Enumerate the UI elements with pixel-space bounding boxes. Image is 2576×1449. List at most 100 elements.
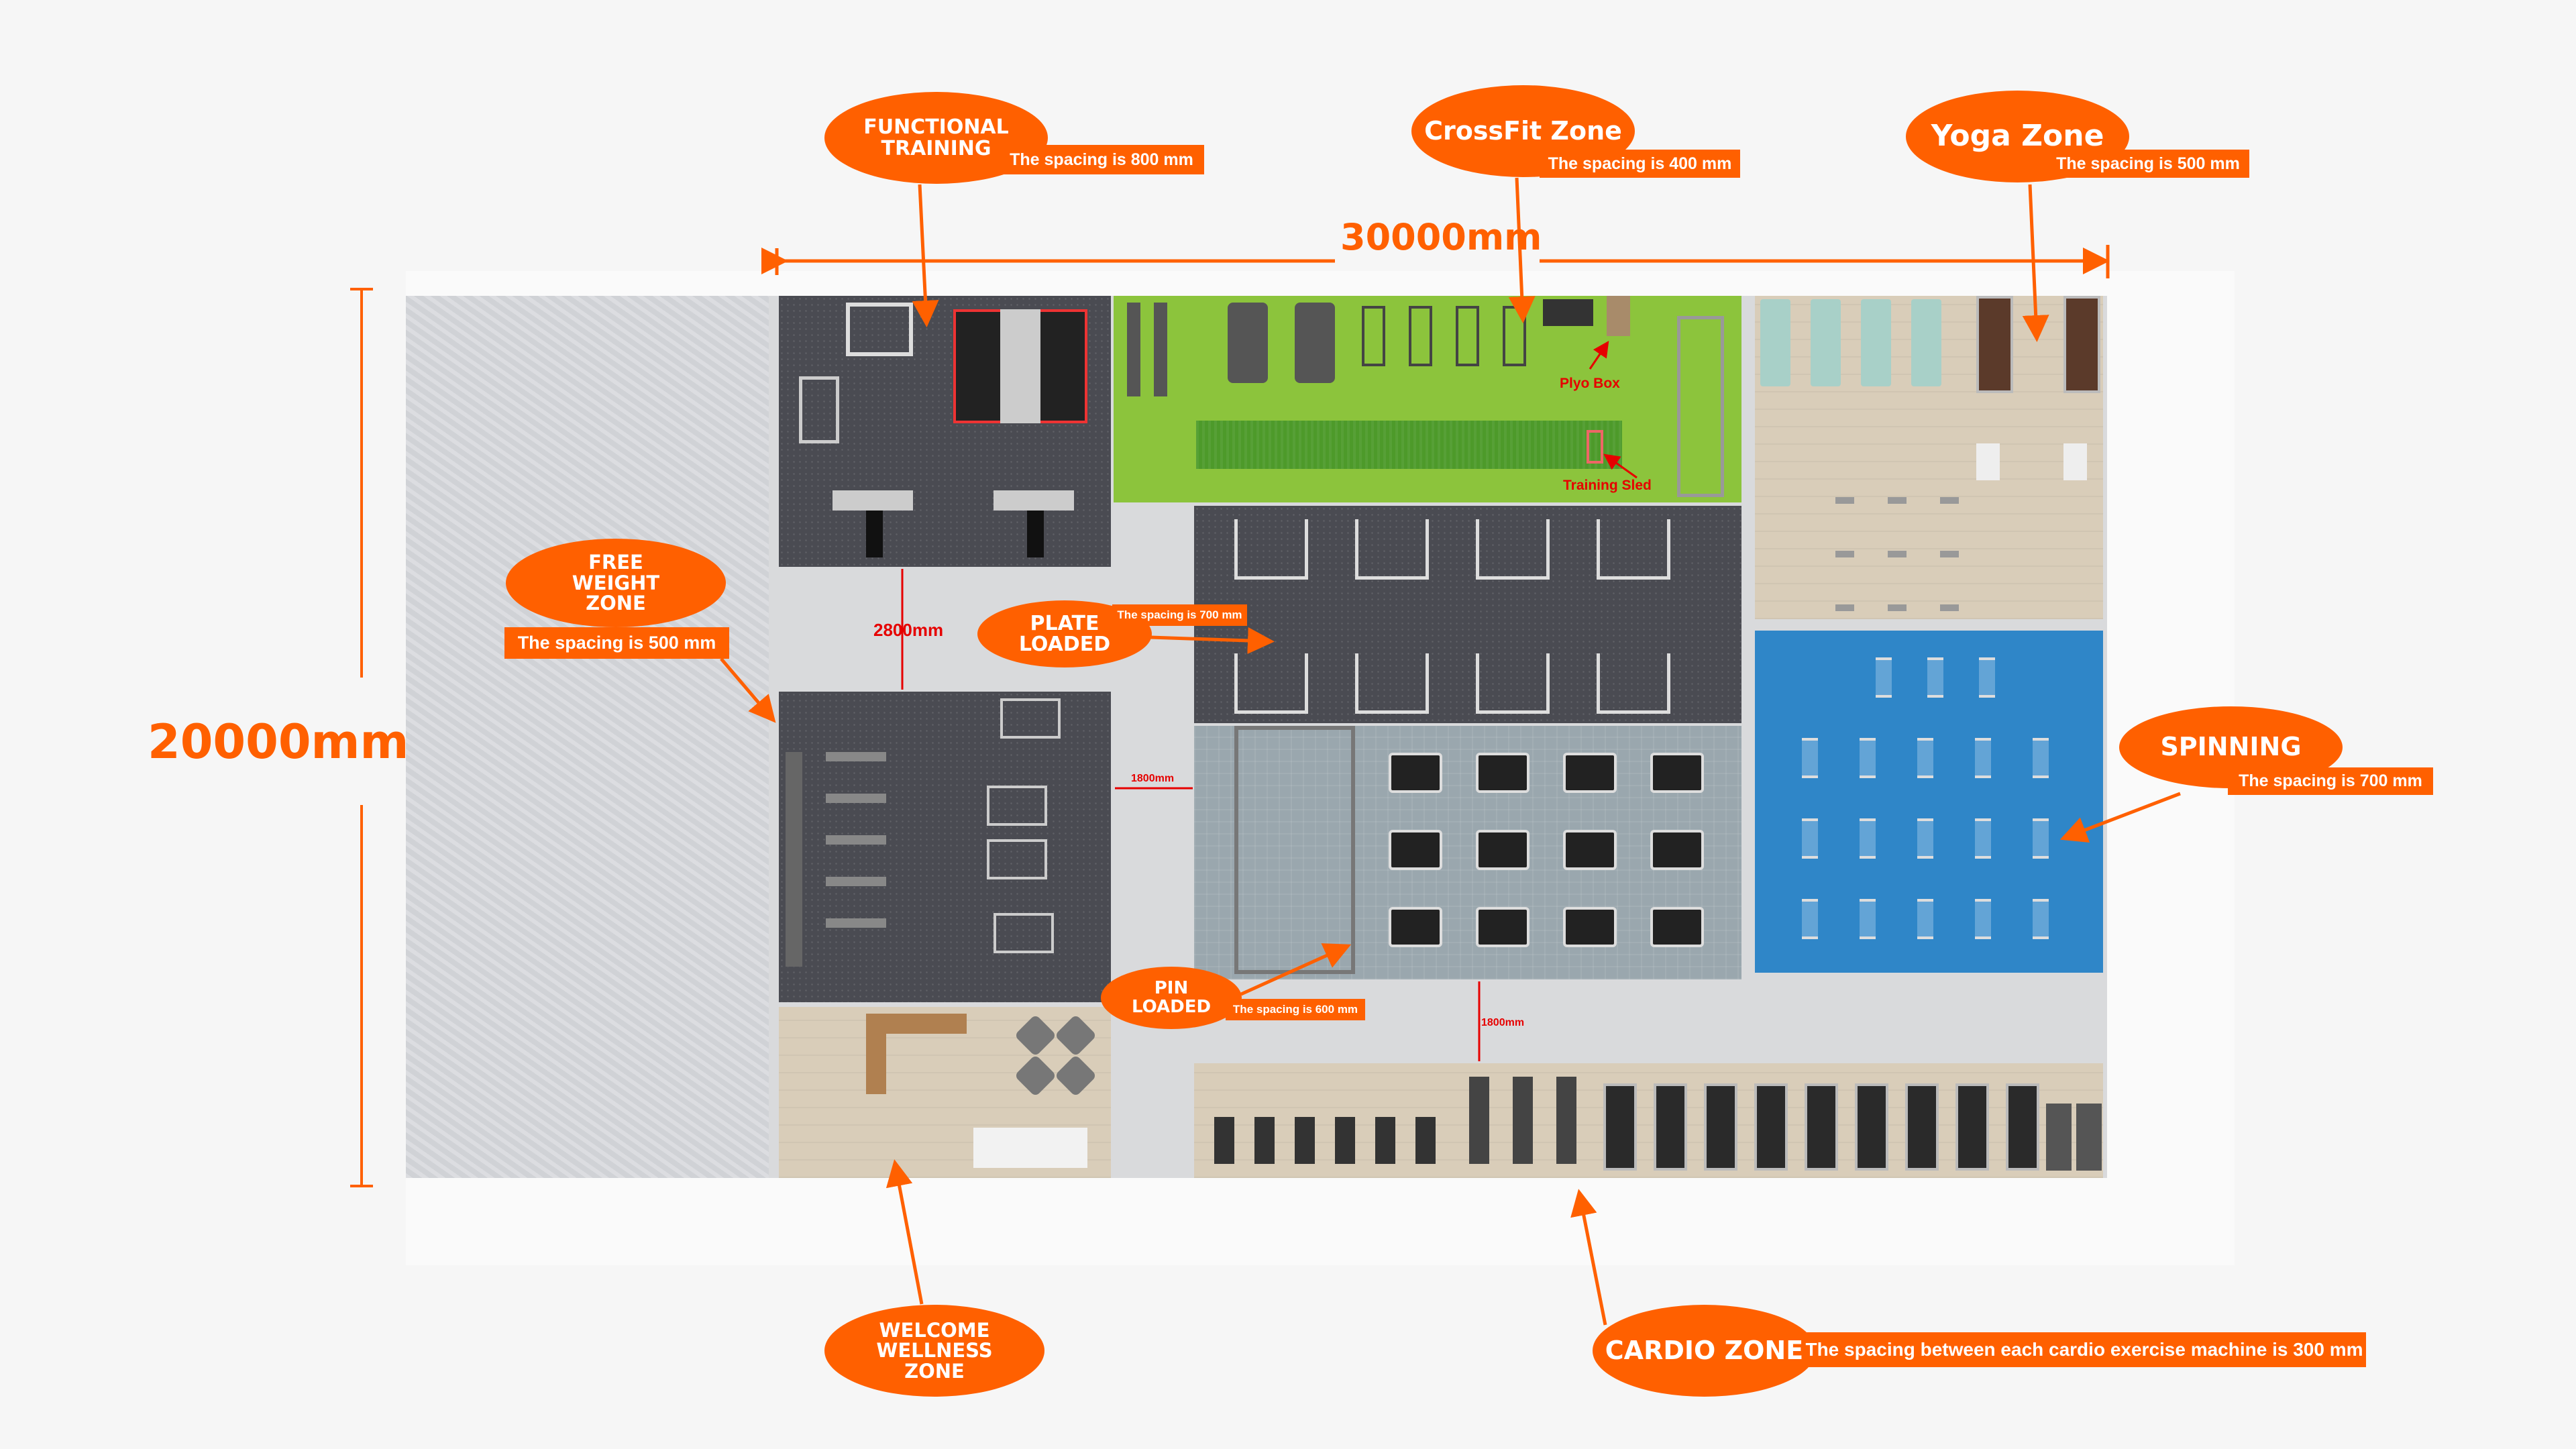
pin-loaded-spacing-tag: The spacing is 600 mm (1226, 999, 1365, 1020)
treadmill (2006, 1083, 2039, 1171)
bench-pad (1027, 511, 1044, 557)
spin-bike (2033, 738, 2049, 778)
spinning-leader (2059, 792, 2181, 843)
aisle-1800-cardio-label: 1800mm (1481, 1017, 1525, 1028)
aisle-2800-label: 2800mm (873, 620, 944, 640)
strength-machine (987, 786, 1047, 826)
spin-bike (1860, 818, 1876, 859)
spin-bike (1802, 738, 1818, 778)
treadmill (1905, 1083, 1939, 1171)
strength-station (1456, 306, 1479, 366)
plyo-box (1607, 296, 1630, 336)
yoga-mat (1811, 299, 1841, 386)
pin-loaded-machine (1476, 907, 1529, 947)
training-sled (1587, 430, 1603, 464)
elliptical (1556, 1077, 1576, 1164)
lifting-platform-center (1000, 309, 1040, 423)
medicine-ball-rack (1543, 299, 1593, 326)
bike (1254, 1117, 1275, 1164)
elliptical (1469, 1077, 1489, 1164)
spin-bike (1876, 657, 1892, 698)
spin-bike (1975, 899, 1991, 939)
pin-loaded-area (1194, 726, 1741, 979)
spin-bike (1927, 657, 1943, 698)
strength-machine (1000, 698, 1061, 739)
rower (1228, 303, 1268, 383)
width-dimension-label: 30000mm (1340, 216, 1542, 258)
spin-bike (1917, 738, 1933, 778)
dumbbell-rack-row (826, 794, 886, 803)
plyo-box-pointer (1589, 341, 1609, 370)
functional-spacing-tag: The spacing is 800 mm (999, 145, 1204, 174)
strength-station (1409, 306, 1432, 366)
pin-loaded-machine (1389, 830, 1442, 870)
yoga-block (1940, 604, 1959, 611)
pin-loaded-leader (1240, 943, 1352, 996)
strength-station (1362, 306, 1385, 366)
spin-bike (1802, 899, 1818, 939)
pin-loaded-machine (1389, 907, 1442, 947)
plate-loaded-spacing-tag: The spacing is 700 mm (1112, 604, 1247, 626)
pin-loaded-machine (1563, 830, 1617, 870)
spin-bike (1917, 818, 1933, 859)
dumbbell-rack (786, 752, 802, 967)
reformer (1976, 296, 2013, 393)
treadmill (1754, 1083, 1788, 1171)
treadmill (1805, 1083, 1838, 1171)
power-rack (846, 303, 913, 356)
plate-loaded-machine (1476, 653, 1550, 714)
bike (1214, 1117, 1234, 1164)
width-dimension-line (761, 245, 2110, 278)
dumbbell-rack-row (826, 877, 886, 886)
plate-loaded-area (1194, 506, 1741, 723)
pin-loaded-machine (1476, 753, 1529, 793)
welcome-wellness-area (779, 1007, 1111, 1178)
yoga-block (1835, 551, 1854, 557)
elliptical (1513, 1077, 1533, 1164)
spin-bike (1860, 899, 1876, 939)
cardio-zone-callout: CARDIO ZONE (1593, 1305, 1816, 1397)
plate-loaded-machine (1234, 653, 1308, 714)
yoga-block (1835, 604, 1854, 611)
reception-desk (866, 1014, 967, 1094)
spin-bike (2033, 899, 2049, 939)
dumbbell-rack-row (826, 918, 886, 928)
spin-bike (1917, 899, 1933, 939)
strength-machine (994, 913, 1054, 953)
spin-bike (1860, 738, 1876, 778)
treadmill (1704, 1083, 1737, 1171)
functional-training-area (779, 296, 1111, 567)
pin-loaded-machine (1563, 753, 1617, 793)
rack (799, 376, 839, 443)
treadmill (1855, 1083, 1888, 1171)
yoga-area (1755, 296, 2103, 619)
training-sled-pointer (1603, 453, 1638, 479)
plate-loaded-machine (1355, 519, 1429, 580)
pin-loaded-machine (1389, 753, 1442, 793)
aisle-1800-pin-label: 1800mm (1131, 773, 1175, 784)
turf-track (1196, 421, 1622, 469)
yoga-block (1888, 497, 1907, 504)
plate-loaded-machine (1234, 519, 1308, 580)
pin-loaded-machine (1650, 830, 1704, 870)
height-dimension-label: 20000mm (148, 714, 409, 769)
spin-bike (1979, 657, 1995, 698)
sofa (973, 1128, 1087, 1168)
plate-loaded-machine (1476, 519, 1550, 580)
plate-loaded-machine (1597, 653, 1670, 714)
crossfit-spacing-tag: The spacing is 400 mm (1540, 150, 1740, 178)
spin-bike (1975, 818, 1991, 859)
yoga-block (1888, 604, 1907, 611)
yoga-block (1835, 497, 1854, 504)
open-area-floor (406, 296, 769, 1178)
pin-loaded-machine (1650, 753, 1704, 793)
stair-climber (2046, 1104, 2072, 1171)
treadmill (1955, 1083, 1989, 1171)
height-dimension-line (350, 288, 373, 1187)
pin-loaded-callout: PIN LOADED (1101, 967, 1242, 1029)
chair (2063, 443, 2087, 480)
spin-bike (1975, 738, 1991, 778)
multi-station (1234, 726, 1355, 974)
stair-climber (2076, 1104, 2102, 1171)
